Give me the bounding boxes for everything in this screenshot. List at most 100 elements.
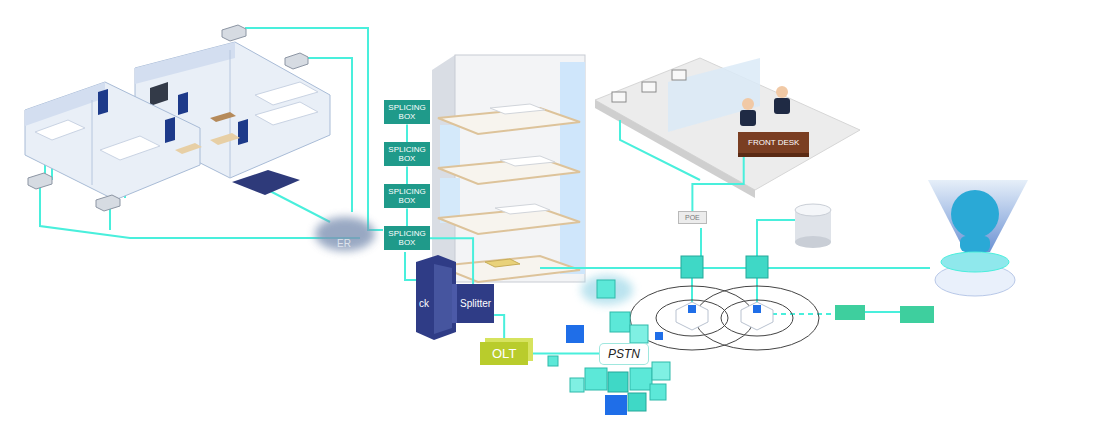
glass-partition: [668, 58, 760, 132]
cube: [650, 384, 666, 400]
bed: [490, 104, 545, 114]
glow: [581, 275, 633, 305]
fiber-glow: [315, 217, 375, 251]
green-device: [835, 305, 865, 320]
cube: [605, 395, 627, 415]
cube: [655, 332, 663, 340]
wire: [865, 311, 900, 313]
splicing-box: SPLICING BOX: [384, 184, 430, 208]
wire: [757, 220, 795, 258]
node-text: OLT: [492, 346, 516, 361]
hologram-beam: [928, 180, 1028, 252]
switch-light: [753, 305, 761, 313]
access-device: [222, 25, 246, 41]
olt-box: OLT: [480, 342, 528, 365]
fiber-connector: [406, 124, 408, 142]
access-device: [285, 53, 308, 69]
bed: [500, 156, 555, 166]
door: [178, 92, 188, 115]
rack: [416, 255, 456, 340]
wire: [40, 182, 360, 238]
person: [742, 98, 754, 110]
front-desk: FRONT DESK: [738, 132, 809, 157]
server-body: [795, 236, 831, 248]
pstn-tag: PSTN: [600, 344, 648, 364]
cube: [630, 325, 648, 343]
splicing-box: SPLICING BOX: [384, 100, 430, 124]
desk-furniture: [210, 112, 236, 122]
room-wall: [92, 100, 93, 185]
cube: [652, 362, 670, 380]
node-text: SPLICING BOX: [386, 145, 428, 163]
door: [98, 89, 108, 115]
cube: [630, 368, 652, 390]
phone: [642, 82, 656, 92]
fiber-connector: [528, 353, 600, 355]
cube: [681, 256, 703, 278]
fiber-connector: [494, 315, 504, 342]
cube: [608, 372, 628, 392]
splicing-box: SPLICING BOX: [384, 142, 430, 166]
bed: [35, 120, 85, 140]
server: [795, 204, 831, 248]
cube: [610, 312, 630, 332]
door: [165, 117, 175, 143]
person: [774, 98, 790, 114]
bed: [255, 82, 318, 105]
wire: [540, 267, 612, 269]
node-text: SPLICING BOX: [386, 103, 428, 121]
bed: [495, 204, 550, 214]
person: [740, 110, 756, 126]
signal-ring: [656, 300, 728, 336]
access-device: [28, 173, 52, 189]
signal-ring: [721, 300, 793, 336]
hologram-ring: [941, 252, 1009, 272]
cube: [548, 356, 558, 366]
splitter-box: Splitter: [452, 284, 494, 323]
poe-switch: POE: [678, 211, 707, 224]
table: [485, 259, 520, 267]
room-wall: [25, 82, 105, 126]
node-text: FRONT DESK: [748, 138, 799, 147]
green-device: [900, 306, 934, 323]
cube: [746, 256, 768, 278]
phone: [672, 70, 686, 80]
desk-furniture: [210, 133, 240, 145]
fiber-connector: [430, 238, 473, 284]
wire: [620, 120, 700, 180]
wire: [612, 267, 930, 269]
splicing-box: SPLICING BOX: [384, 226, 430, 250]
wire: [772, 313, 835, 315]
fiber-connector: [692, 157, 743, 211]
node-text: POE: [685, 214, 700, 221]
phone: [612, 92, 626, 102]
cube: [597, 280, 615, 298]
room-wall: [135, 42, 235, 84]
room-block: [25, 82, 200, 200]
rack: [434, 264, 452, 334]
bed: [255, 102, 318, 125]
node-text: SPLICING BOX: [386, 229, 428, 247]
wire: [268, 190, 330, 222]
wire: [700, 228, 702, 258]
head: [960, 236, 990, 252]
switch-light: [688, 305, 696, 313]
switch: [741, 302, 773, 330]
cube: [570, 378, 584, 392]
bed: [100, 136, 160, 160]
cube: [585, 368, 607, 390]
floor-slabs: [438, 104, 580, 282]
router: [232, 170, 300, 195]
cube: [566, 325, 584, 343]
node-text: Splitter: [460, 298, 491, 309]
node-text: PSTN: [608, 347, 640, 361]
switch: [676, 302, 708, 330]
server-body: [795, 204, 831, 216]
fiber-label: ER: [337, 238, 351, 249]
rack-label: ck: [419, 298, 429, 309]
fiber-connector: [406, 166, 408, 184]
cube: [628, 393, 646, 411]
